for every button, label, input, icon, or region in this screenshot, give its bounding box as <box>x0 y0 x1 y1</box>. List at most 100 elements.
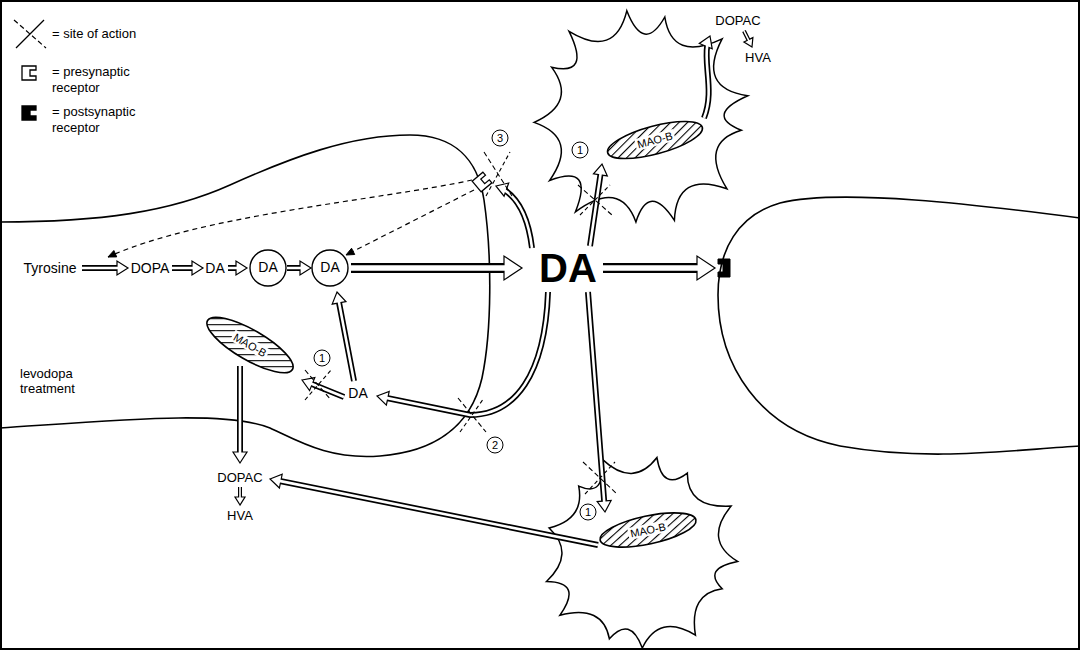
arrow-head <box>300 261 311 275</box>
arrow-core <box>270 479 598 545</box>
arrow-shaft <box>351 263 522 273</box>
arrow-shaft <box>337 292 354 381</box>
legend-presynaptic-symbol <box>22 66 36 80</box>
arrow-core <box>302 380 344 397</box>
legend-site-symbol <box>14 20 46 48</box>
arrow-shaft <box>237 366 243 463</box>
site-of-action-mark <box>305 370 331 400</box>
pathway-arrow <box>82 261 128 275</box>
site-of-action-mark <box>458 398 486 432</box>
vesicle-outline <box>312 250 348 286</box>
site-of-action-mark <box>484 152 512 196</box>
connector-arrow <box>287 261 311 275</box>
arrow-core <box>744 31 752 47</box>
glial-cell <box>547 458 738 648</box>
arrow-core <box>228 267 247 270</box>
compound-label: Tyrosine <box>24 260 77 276</box>
mitochondrion-outline <box>604 114 706 166</box>
arrow-head <box>233 452 247 463</box>
callout-number: 1 <box>572 142 589 159</box>
pathway-arrow <box>496 183 532 248</box>
pathway-arrow <box>172 261 203 275</box>
callout-number: 1 <box>314 350 331 367</box>
site-of-action-mark <box>460 398 484 432</box>
arrow-core <box>496 186 532 248</box>
site-of-action-mark <box>305 370 331 400</box>
legend-text: = presynaptic receptor <box>52 64 130 95</box>
pathway-arrow <box>302 378 344 397</box>
arrow-head <box>108 251 117 257</box>
pathway-arrow <box>699 36 712 118</box>
pathway-arrow <box>590 164 607 246</box>
pathway-arrow <box>270 474 598 545</box>
arrow-core <box>590 164 602 246</box>
site-of-action-mark <box>578 185 612 215</box>
arrow-core <box>351 265 522 271</box>
site-of-action-mark <box>585 462 615 494</box>
treatment-label: levodopa treatment <box>20 367 104 397</box>
arrow-shaft <box>704 36 710 118</box>
compound-label: DA <box>348 385 367 401</box>
arrow-shaft <box>588 292 605 512</box>
presynaptic-receptor <box>472 172 492 192</box>
arrow-shaft <box>270 479 598 545</box>
callout-number: 3 <box>492 130 509 147</box>
vesicle: DA <box>311 249 349 287</box>
arrow-shaft <box>496 186 532 248</box>
compound-label: DOPA <box>131 260 170 276</box>
pathway-arrow <box>108 180 472 257</box>
metabolite-label: DOPAC <box>715 14 760 29</box>
postsynaptic-receptor <box>718 259 730 277</box>
glial-cell <box>534 11 748 222</box>
pathway-arrow <box>377 292 548 415</box>
mitochondrion: MAO-B <box>199 306 302 384</box>
node-text: DA <box>320 260 339 275</box>
callout-number: 1 <box>580 504 597 521</box>
arrow-core <box>172 267 203 270</box>
arrow-core <box>287 267 311 270</box>
arrow-core <box>377 292 548 415</box>
metabolite-label: HVA <box>745 51 771 66</box>
arrow-shaft <box>346 190 474 255</box>
presynaptic-terminal <box>0 135 490 457</box>
arrow-head <box>346 248 355 255</box>
site-of-action-mark <box>583 462 617 494</box>
arrow-core <box>239 487 241 505</box>
arrow-core <box>704 36 710 118</box>
site-of-action-mark <box>486 152 510 196</box>
pathway-arrow <box>233 366 247 463</box>
metabolite-label: HVA <box>227 509 253 524</box>
arrow-shaft <box>377 292 548 415</box>
pathway-arrow <box>346 190 474 255</box>
pathway-arrow <box>603 256 715 280</box>
arrow-head <box>236 261 247 275</box>
dopamine-label: DA <box>539 248 597 288</box>
arrow-shaft <box>590 164 602 246</box>
mitochondrion: MAO-B <box>603 113 707 168</box>
arrow-core <box>82 267 128 270</box>
arrow-shaft <box>744 31 752 47</box>
arrow-head <box>192 261 203 275</box>
metabolite-label: DOPAC <box>217 471 262 486</box>
arrow-core <box>239 366 242 463</box>
pathway-arrow <box>228 261 247 275</box>
callout-number: 2 <box>487 437 504 454</box>
vesicle-outline <box>250 250 286 286</box>
arrow-core <box>603 265 715 271</box>
pathway-arrow <box>351 256 522 280</box>
arrow-head <box>504 256 522 280</box>
pathway-arrow <box>235 487 245 505</box>
arrow-head <box>496 183 509 196</box>
legend-postsynaptic-symbol <box>22 106 36 120</box>
arrow-head <box>697 256 715 280</box>
site-of-action-mark <box>580 185 610 215</box>
arrow-core <box>337 292 354 381</box>
postsynaptic-neuron <box>718 197 1080 454</box>
compound-label: DA <box>205 260 224 276</box>
mitochondrion-outline <box>200 308 300 383</box>
node-text: DA <box>258 260 277 275</box>
pathway-arrow <box>332 292 354 381</box>
